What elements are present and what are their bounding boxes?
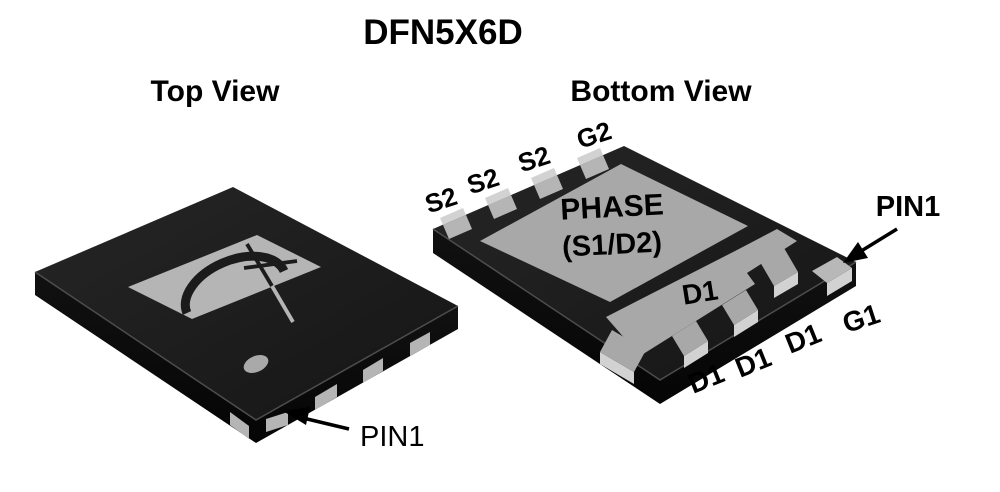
pin1-arrow-line	[857, 227, 898, 255]
top-view-pin1-callout: PIN1	[283, 407, 424, 453]
gate1-pad-bevel	[827, 268, 852, 296]
aos-logo-diagonal-tail	[270, 285, 295, 323]
top-view-edge-pad	[266, 412, 288, 432]
phase-pad	[480, 164, 748, 302]
drain-corner-tab	[600, 330, 646, 372]
pin1-arrow-line	[302, 416, 350, 431]
pin1-indicator-dot	[243, 354, 269, 374]
phase-pad-label-line1: PHASE	[560, 188, 665, 226]
drain-tab-bevel	[684, 341, 708, 368]
drain-tab	[672, 321, 708, 356]
gate2-pad-bevel	[577, 148, 603, 165]
source-pad-bevel	[440, 208, 466, 225]
source-pad-bevel	[485, 188, 511, 205]
pin-label-g2: G2	[573, 115, 615, 154]
top-view-top-face	[35, 187, 458, 420]
top-view-package: PIN1	[34, 187, 459, 453]
top-view-edge-highlight	[34, 271, 459, 421]
bottom-view-right-side-face	[660, 262, 856, 404]
aos-logo-diagonal	[245, 243, 274, 287]
drain-tab	[722, 290, 758, 325]
aos-logo-arc	[180, 251, 289, 315]
aos-logo-bar	[243, 259, 298, 270]
drain-tab	[760, 248, 798, 286]
pin-label-g1: G1	[839, 298, 884, 339]
drain-pad-d1	[606, 229, 797, 356]
source-pad-s2	[534, 175, 563, 199]
pin1-arrow-head	[843, 242, 868, 263]
bottom-view-heading: Bottom View	[570, 75, 752, 108]
aos-logo	[180, 243, 298, 323]
top-view-edge-pad	[230, 412, 249, 439]
bottom-view-pin1-label: PIN1	[876, 191, 940, 223]
drain-pad-label: D1	[680, 274, 720, 310]
bottom-view-package: PHASE (S1/D2) D1 S2 S2 S2 G2 D1 D1 D1 G1…	[421, 115, 940, 404]
gate1-pad-g1	[812, 257, 852, 283]
bottom-view-edge-highlight	[432, 228, 857, 381]
top-view-left-side-face	[35, 272, 256, 443]
top-view-heading: Top View	[151, 75, 281, 108]
source-pad-s2	[443, 215, 472, 239]
source-pad-s2	[488, 195, 517, 219]
gate2-pad-g2	[580, 155, 609, 179]
figure-title: DFN5X6D	[363, 13, 522, 52]
top-view-edge-pad	[315, 384, 337, 410]
drain-tab-bevel	[734, 310, 758, 337]
drain-tab-bevel	[774, 272, 798, 298]
top-view-edge-pad	[410, 332, 430, 356]
drain-tab-bevel	[600, 352, 634, 384]
pin1-arrow-head	[283, 407, 310, 425]
top-view-pin1-label: PIN1	[360, 421, 424, 453]
top-view-edge-pad	[363, 358, 383, 383]
bottom-view-pin1-callout: PIN1	[843, 191, 940, 263]
phase-pad-label-line2: (S1/D2)	[561, 226, 662, 263]
source-pad-bevel	[531, 168, 557, 185]
